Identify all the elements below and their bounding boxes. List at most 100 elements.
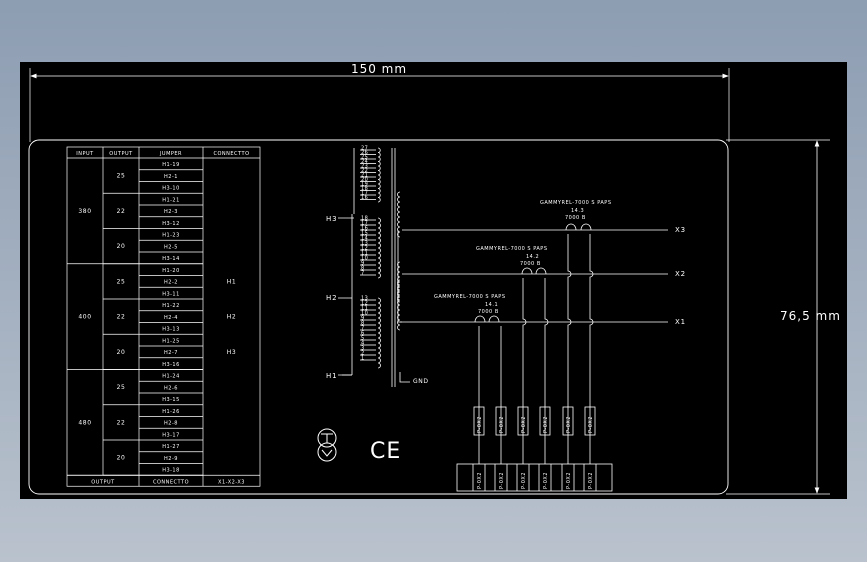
table-border <box>66 146 261 487</box>
ct-loop <box>521 267 533 275</box>
table-jumper-cell: H1-19 <box>162 162 180 168</box>
ct-loop <box>535 267 547 275</box>
table-output-value: 22 <box>117 208 126 215</box>
primary-lead <box>342 148 355 376</box>
board-outline <box>28 139 729 495</box>
tap-number: 27 <box>361 146 368 152</box>
table-jumper-cell: H3-13 <box>162 327 180 333</box>
table-jumper-cell: H3-17 <box>162 432 180 438</box>
ct-terminal-label: P-0X2 <box>499 416 505 433</box>
terminal-label: P-0X2 <box>521 472 527 489</box>
table-jumper-cell: H3-15 <box>162 397 180 403</box>
table-jumper-cell: H1-23 <box>162 233 180 239</box>
table-jumper-cell: H1-20 <box>162 268 180 274</box>
table-output-value: 25 <box>117 384 126 391</box>
table-output-value: 22 <box>117 314 126 321</box>
ct-terminal-label-box <box>539 406 551 436</box>
tap-number: 1 <box>361 356 365 362</box>
coil-winding <box>377 297 381 369</box>
table-output-value: 25 <box>117 173 126 180</box>
ct-terminal-label-box <box>562 406 574 436</box>
terminal-label: P-0X2 <box>566 472 572 489</box>
tap-number: 10 <box>361 256 368 262</box>
tap-label-h2: H2 <box>326 294 337 302</box>
tap-number: 16 <box>361 195 368 201</box>
ground-label: GND <box>413 378 429 385</box>
table-input-value: 480 <box>78 419 91 426</box>
tap-number: 9 <box>361 316 365 322</box>
tap-number: 11 <box>361 251 368 257</box>
terminal-label: P-0X2 <box>543 472 549 489</box>
table-output-value: 22 <box>117 419 126 426</box>
table-output-value: 20 <box>117 455 126 462</box>
table-jumper-cell: H3-10 <box>162 186 180 192</box>
table-jumper-cell: H3-12 <box>162 221 180 227</box>
tap-number: 7 <box>361 271 365 277</box>
tap-number: 23 <box>361 164 368 170</box>
ct1-ratio: 14.1 <box>485 302 498 308</box>
tap-number: 3 <box>361 346 365 352</box>
table-footer-cell: OUTPUT <box>91 479 115 485</box>
height-dimension-label: 76,5 mm <box>780 309 841 323</box>
ct-loop <box>474 315 486 323</box>
ct-loop <box>580 223 592 231</box>
ct-terminal-label-box <box>473 406 485 436</box>
tap-number: 21 <box>361 173 368 179</box>
ct1-rating: 7000 B <box>478 309 499 315</box>
table-jumper-cell: H3-16 <box>162 362 180 368</box>
table-connect-label: H2 <box>227 314 237 321</box>
table-header: OUTPUT <box>109 151 133 157</box>
ct-drop-wire <box>567 234 572 464</box>
table-jumper-cell: H2-7 <box>164 350 178 356</box>
tap-number: 15 <box>361 231 368 237</box>
terminal-label: P-0X2 <box>588 472 594 489</box>
tap-number: 13 <box>361 241 368 247</box>
tap-label-h1: H1 <box>326 372 337 380</box>
table-jumper-cell: H2-6 <box>164 385 178 391</box>
ct-terminal-label: P-0X2 <box>566 416 572 433</box>
table-jumper-cell: H2-3 <box>164 209 178 215</box>
table-jumper-cell: H1-22 <box>162 303 180 309</box>
table-jumper-cell: H1-26 <box>162 409 180 415</box>
output-bus <box>397 229 668 323</box>
table-jumper-cell: H3-18 <box>162 468 180 474</box>
ct-terminal-label-box <box>495 406 507 436</box>
table-jumper-cell: H2-9 <box>164 456 178 462</box>
ct-drop-wire <box>544 278 549 464</box>
tap-number: 2 <box>361 351 365 357</box>
tap-number: 17 <box>361 221 368 227</box>
tap-number: 19 <box>361 182 368 188</box>
table-jumper-cell: H2-2 <box>164 280 178 286</box>
tap-number: 4 <box>361 341 365 347</box>
tap-number: 12 <box>361 246 368 252</box>
ct-terminal-label-box <box>517 406 529 436</box>
transformer-symbol-icon <box>317 428 337 462</box>
ct-loop <box>565 223 577 231</box>
tap-number: 6 <box>361 331 365 337</box>
table-jumper-cell: H1-25 <box>162 338 180 344</box>
tap-number: 5 <box>361 336 365 342</box>
table-output-value: 20 <box>117 349 126 356</box>
ct-terminal-label: P-0X2 <box>477 416 483 433</box>
tap-number: 8 <box>361 321 365 327</box>
table-header: JUMPER <box>159 151 182 157</box>
tap-label-h3: H3 <box>326 215 337 223</box>
table-jumper-cell: H1-27 <box>162 444 180 450</box>
coil-winding <box>377 217 381 279</box>
table-connect-label: H3 <box>227 349 237 356</box>
ct-loop <box>488 315 500 323</box>
table-output-value: 25 <box>117 278 126 285</box>
output-label-x1: X1 <box>675 318 686 326</box>
ct-terminal-label-box <box>584 406 596 436</box>
output-label-x3: X3 <box>675 226 686 234</box>
tap-number: 22 <box>361 168 368 174</box>
width-dimension-label: 150 mm <box>351 62 407 76</box>
ct-terminal-label: P-0X2 <box>521 416 527 433</box>
ct2-rating: 7000 B <box>520 261 541 267</box>
tap-number: 24 <box>361 159 368 165</box>
coil-winding <box>397 191 401 238</box>
